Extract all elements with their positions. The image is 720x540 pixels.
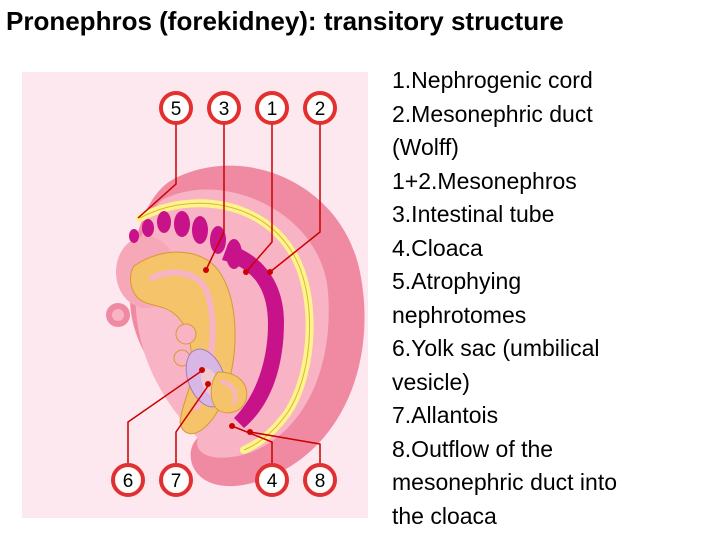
nephrotome-7 xyxy=(226,239,242,269)
leader-1 xyxy=(245,124,273,273)
leader-3 xyxy=(205,124,225,271)
nephrotome-3 xyxy=(157,211,171,233)
svg-text:6: 6 xyxy=(123,471,134,492)
label-circle-bottom-7: 7 xyxy=(159,463,193,497)
pronephros-diagram: 5 3 1 2 6 7 4 8 xyxy=(22,72,368,518)
legend-line: (Wolff) xyxy=(392,134,459,160)
leader-5 xyxy=(137,124,177,219)
allantois-dot-2 xyxy=(205,381,211,387)
mesonephric-duct-outline xyxy=(139,202,311,451)
label-circle-bottom-6: 6 xyxy=(111,463,145,497)
legend-line: vesicle) xyxy=(392,368,470,395)
legend-line: 1.Nephrogenic cord xyxy=(392,67,593,93)
legend-line: mesonephric duct into xyxy=(392,469,618,495)
label-circle-top-2: 2 xyxy=(303,91,337,125)
legend-line: 4.Cloaca xyxy=(392,234,483,261)
leader-4 xyxy=(231,425,273,464)
legend-line: nephrotomes xyxy=(392,301,527,328)
legend-line: 6.Yolk sac (umbilical xyxy=(392,335,600,361)
label-circle-top-5: 5 xyxy=(159,91,193,125)
legend-line: the cloaca xyxy=(392,502,497,529)
optic-vesicle-center xyxy=(112,309,124,321)
label-circle-top-3: 3 xyxy=(207,91,241,125)
legend-list: 1.Nephrogenic cord 2.Mesonephric duct (W… xyxy=(392,64,718,533)
leader-7 xyxy=(175,385,209,464)
label-circle-top-1: 1 xyxy=(255,91,289,125)
legend-line: 5.Atrophying xyxy=(392,268,522,294)
gut-bulge-1 xyxy=(175,323,197,345)
nephrogenic-cord xyxy=(222,244,284,428)
legend-line: 7.Allantois xyxy=(392,402,499,428)
legend-line: 8.Outflow of the xyxy=(392,435,554,462)
svg-text:3: 3 xyxy=(219,99,230,120)
legend-line: 2.Mesonephric duct xyxy=(392,100,593,127)
cloaca-lumen xyxy=(220,380,238,404)
svg-text:2: 2 xyxy=(315,99,326,120)
nephrotome-1 xyxy=(129,229,139,243)
nephrotome-2 xyxy=(142,219,154,237)
nephrotome-6 xyxy=(210,226,226,254)
svg-text:1: 1 xyxy=(267,99,278,120)
svg-text:4: 4 xyxy=(267,471,278,492)
legend-line: 3.Intestinal tube xyxy=(392,201,555,227)
nephrotome-4 xyxy=(174,211,190,237)
page-title: Pronephros (forekidney): transitory stru… xyxy=(6,6,564,36)
svg-text:7: 7 xyxy=(171,471,182,492)
nephrotome-5 xyxy=(192,216,208,244)
leader-6 xyxy=(127,371,201,464)
label-circle-bottom-8: 8 xyxy=(303,463,337,497)
svg-text:8: 8 xyxy=(315,471,326,492)
svg-text:5: 5 xyxy=(171,99,182,120)
label-circle-bottom-4: 4 xyxy=(255,463,289,497)
leader-8 xyxy=(249,431,321,464)
allantois-dot-1 xyxy=(199,367,205,373)
legend-line: 1+2.Mesonephros xyxy=(392,167,577,194)
leader-2 xyxy=(269,124,321,273)
